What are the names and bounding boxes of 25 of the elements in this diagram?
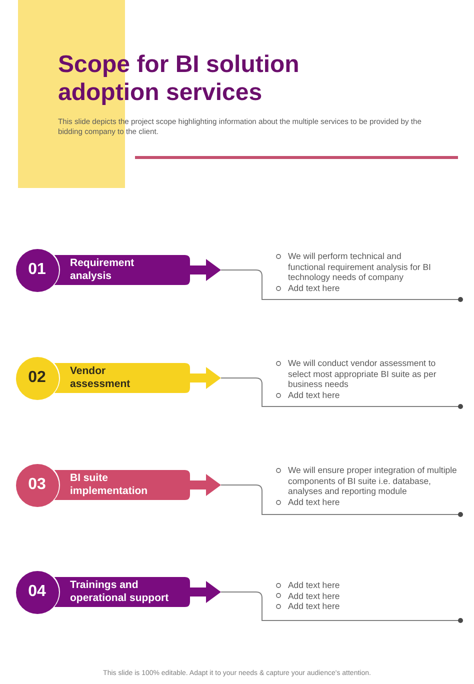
step-number-circle: 04 xyxy=(16,570,58,614)
connector-line xyxy=(220,378,276,407)
step-number-circle: 01 xyxy=(16,248,58,292)
underlined-text-block xyxy=(276,251,460,300)
connector-line xyxy=(220,270,276,300)
arrow-banner: Vendor assessment xyxy=(54,363,221,393)
underlined-text-block xyxy=(276,580,460,621)
connector-line xyxy=(220,484,276,515)
step-number-circle: 03 xyxy=(16,464,58,506)
underlined-text-block xyxy=(276,465,460,515)
arrow-banner: Trainings and operational support xyxy=(54,577,221,607)
bullet-text: We will perform technical and functional requirement analysis for BI technology needs of company xyxy=(288,251,432,283)
arrow-banner: Requirement analysis xyxy=(54,255,221,285)
bullet-text: Add text here xyxy=(288,390,340,400)
bullet-text: We will conduct vendor assessment to select most appropriate BI suite as per business needs xyxy=(288,358,438,390)
bullet-text: We will ensure proper integration of multiple components of BI suite i.e. database, analyses and reporting module xyxy=(288,465,458,497)
bullet-text: Add text here xyxy=(288,590,340,602)
bullet-text: Add text here xyxy=(288,496,340,508)
bullet-text: Add text here xyxy=(288,580,340,591)
connector-line xyxy=(220,592,276,621)
bullet-text: Add text here xyxy=(288,282,340,294)
step-number-circle: 02 xyxy=(16,356,58,400)
arrow-banner: BI suite implementation xyxy=(54,470,221,500)
bullet-text: Add text here xyxy=(288,601,340,612)
underlined-text-block xyxy=(276,358,460,407)
